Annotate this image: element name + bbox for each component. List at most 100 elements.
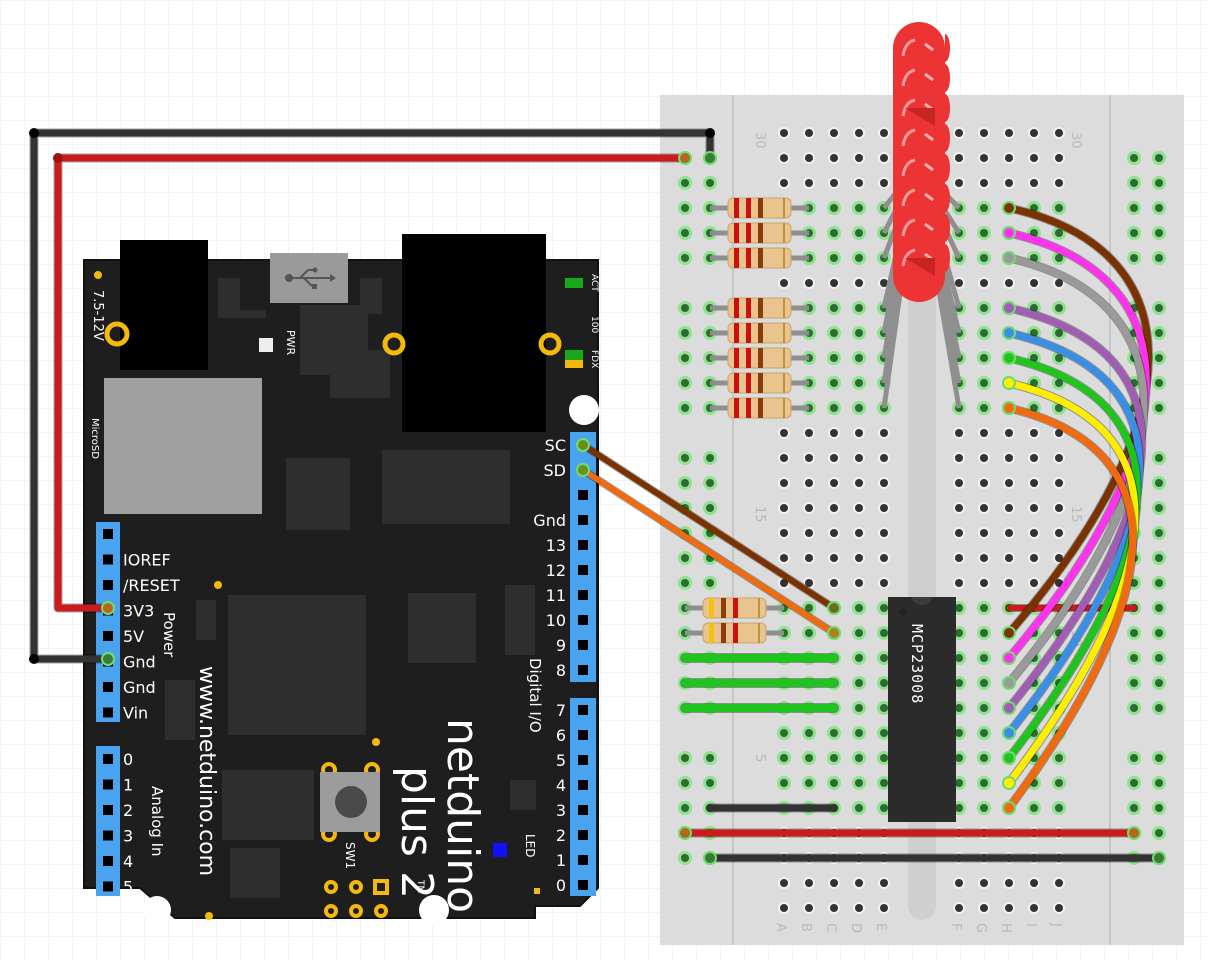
header-pin[interactable] xyxy=(103,856,113,866)
hole-center xyxy=(955,704,963,712)
led-jumper-wire[interactable] xyxy=(1005,379,1139,787)
hole-center xyxy=(830,329,838,337)
column-letter: C xyxy=(823,923,838,932)
wire-endpoint xyxy=(1002,351,1016,365)
trademark: TM xyxy=(415,879,425,893)
hole-center xyxy=(805,779,813,787)
hole-center xyxy=(780,429,788,437)
ethernet-jack[interactable] xyxy=(402,234,546,432)
power-3v3-wire[interactable] xyxy=(54,154,689,612)
led-jumper-wire[interactable] xyxy=(1005,354,1141,762)
hole-center xyxy=(980,779,988,787)
hole-center xyxy=(980,904,988,912)
hole-center xyxy=(830,879,838,887)
pin-label: 1 xyxy=(556,851,566,870)
header-pin[interactable] xyxy=(578,565,588,575)
hole-center xyxy=(1005,429,1013,437)
header-pin[interactable] xyxy=(103,805,113,815)
pin-label: SD xyxy=(544,461,566,480)
header-pin[interactable] xyxy=(578,780,588,790)
led-jumper-wire[interactable] xyxy=(1005,304,1146,712)
hole-center xyxy=(780,504,788,512)
led-jumper-wire[interactable] xyxy=(1005,254,1148,687)
scl-wire[interactable] xyxy=(580,442,837,611)
led-segment-highlight xyxy=(901,68,916,87)
led-jumper-wire[interactable] xyxy=(1005,329,1143,737)
hole-center xyxy=(880,704,888,712)
reset-switch[interactable] xyxy=(320,762,380,842)
header-pin[interactable] xyxy=(103,707,113,718)
hole-center xyxy=(880,154,888,162)
act-label: ACT xyxy=(589,274,599,292)
pin-label: 10 xyxy=(546,611,566,630)
hole-center xyxy=(980,579,988,587)
sda-wire[interactable] xyxy=(580,467,837,636)
header-pin[interactable] xyxy=(103,529,113,539)
wire-endpoint xyxy=(678,826,692,840)
header-pin[interactable] xyxy=(578,880,588,890)
hole-center xyxy=(955,879,963,887)
hole-center xyxy=(830,454,838,462)
header-pin[interactable] xyxy=(578,830,588,840)
hole-center xyxy=(1030,879,1038,887)
hole-center xyxy=(1005,529,1013,537)
hole-center xyxy=(681,329,689,337)
hole-center xyxy=(855,454,863,462)
hole-center xyxy=(1155,754,1163,762)
header-pin[interactable] xyxy=(103,779,113,790)
microsd-slot[interactable] xyxy=(104,378,262,514)
header-pin[interactable] xyxy=(578,640,588,650)
header-pin[interactable] xyxy=(103,754,113,764)
hole-center xyxy=(855,879,863,887)
hole-center xyxy=(780,754,788,762)
hole-center xyxy=(830,904,838,912)
hole-center xyxy=(1005,904,1013,912)
header-pin[interactable] xyxy=(578,490,588,500)
board-chips xyxy=(165,278,536,898)
hole-center xyxy=(1055,529,1063,537)
pin-label: IOREF xyxy=(123,551,171,570)
led-jumper-wire[interactable] xyxy=(1005,204,1152,637)
onboard-led xyxy=(493,843,507,857)
hole-center xyxy=(830,304,838,312)
header-pin[interactable] xyxy=(103,554,113,565)
hole-center xyxy=(880,179,888,187)
led-segment-highlight xyxy=(901,248,916,267)
pad-dot xyxy=(372,738,380,746)
hole-center xyxy=(1030,329,1038,337)
header-pin[interactable] xyxy=(103,830,113,841)
pin-label: /RESET xyxy=(123,576,180,595)
header-pin[interactable] xyxy=(578,540,588,550)
usb-icon xyxy=(285,267,336,289)
header-pin[interactable] xyxy=(578,590,588,600)
switch-button[interactable] xyxy=(335,786,367,818)
hole-center xyxy=(805,729,813,737)
hole-center xyxy=(880,129,888,137)
header-pin[interactable] xyxy=(578,805,588,815)
header-pin[interactable] xyxy=(103,881,113,892)
led-jumper-wire[interactable] xyxy=(1005,404,1137,812)
header-pin[interactable] xyxy=(578,705,588,715)
header-pin[interactable] xyxy=(578,515,588,525)
resistor xyxy=(685,597,784,619)
led-segment-shine xyxy=(924,72,934,82)
header-pin[interactable] xyxy=(103,631,113,641)
header-pin[interactable] xyxy=(578,615,588,625)
hole-center xyxy=(830,129,838,137)
header-pin[interactable] xyxy=(578,665,588,675)
header-pin[interactable] xyxy=(578,855,588,865)
header-pin[interactable] xyxy=(103,580,113,590)
wire-endpoint xyxy=(1002,226,1016,240)
hole-center xyxy=(980,804,988,812)
hole-center xyxy=(955,729,963,737)
header-pin[interactable] xyxy=(103,682,113,692)
header-pin[interactable] xyxy=(578,730,588,740)
led-segment-shine xyxy=(924,192,934,202)
column-letter: B xyxy=(798,923,813,932)
wire-endpoint xyxy=(1002,201,1016,215)
pin-label: 5 xyxy=(123,878,133,897)
header-pin[interactable] xyxy=(578,755,588,765)
led-jumper-wire[interactable] xyxy=(1005,229,1150,662)
hole-center xyxy=(880,754,888,762)
hole-center xyxy=(1030,304,1038,312)
